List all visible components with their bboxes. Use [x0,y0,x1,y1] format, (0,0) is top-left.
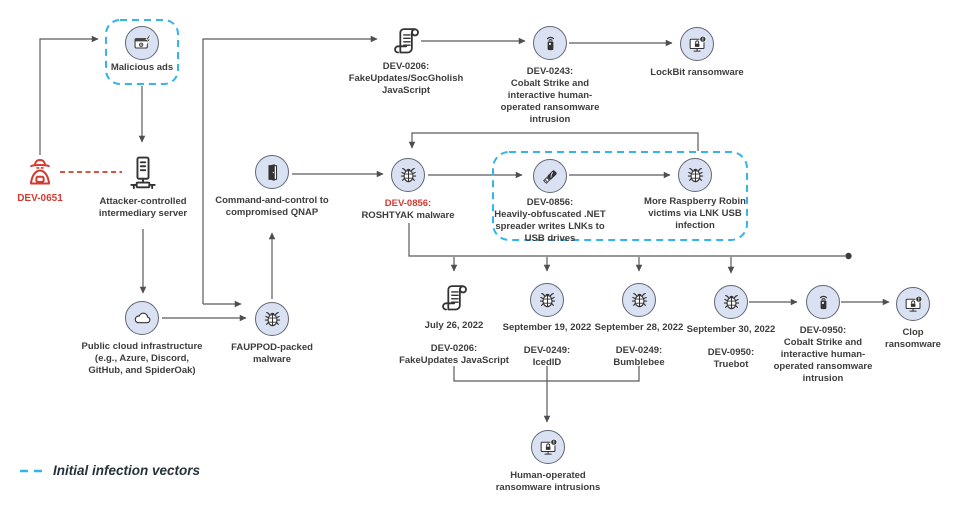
node-label: DEV-0856:ROSHTYAK malware [361,198,455,221]
node-lockbit-ransomware: LockBit ransomware [622,27,772,79]
ransomware-icon [896,287,930,321]
timeline-date: September 28, 2022 [594,322,684,333]
bug-icon [255,302,289,336]
node-timeline-dev0206: July 26, 2022 DEV-0206: FakeUpdates Java… [379,282,529,367]
bug-icon [530,283,564,317]
legend-label: Initial infection vectors [53,463,201,478]
arrow-branch-to-dev0206 [202,35,378,304]
node-label: LockBit ransomware [650,67,744,78]
timeline-date: September 30, 2022 [686,324,776,335]
node-fauppod-malware: FAUPPOD-packed malware [197,302,347,366]
node-label: DEV-0206: FakeUpdates JavaScript [399,343,509,366]
bug-icon [678,158,712,192]
scroll-icon [390,25,423,58]
timeline-date: September 19, 2022 [502,322,592,333]
bug-icon [391,158,425,192]
node-timeline-icedid: September 19, 2022 DEV-0249: IcedID [472,283,622,369]
bug-icon [714,285,748,319]
node-raspberry-robin-victims: More Raspberry Robin victims via LNK USB… [620,158,770,232]
bug-icon [622,283,656,317]
node-label: Malicious ads [110,62,174,73]
node-label: Command-and-control to compromised QNAP [215,195,329,218]
node-dev0651-actor: DEV-0651 [0,156,115,204]
node-label: DEV-0206: FakeUpdates/SocGholish JavaScr… [348,61,464,96]
node-label: DEV-0950: Truebot [707,347,755,370]
node-malicious-ads: Malicious ads [67,26,217,74]
cloud-icon [125,301,159,335]
node-title: DEV-0856: [384,198,432,209]
node-dev0243-cobalt-strike: DEV-0243: Cobalt Strike and interactive … [475,26,625,126]
node-qnap-c2: Command-and-control to compromised QNAP [197,155,347,219]
line-roshtyak-to-timeline-rail [408,223,845,257]
node-dev0950-cobalt-strike: DEV-0950: Cobalt Strike and interactive … [748,285,898,385]
node-label: DEV-0950: Cobalt Strike and interactive … [773,325,873,384]
threat-actor-icon [24,156,56,188]
ransomware-icon [680,27,714,61]
node-label: DEV-0249: IcedID [523,345,571,368]
beacon-icon [533,26,567,60]
timeline-rail-end-dot [845,252,852,260]
node-human-operated-ransomware: Human-operated ransomware intrusions [473,430,623,494]
beacon-icon [806,285,840,319]
initial-vector-box-usb-spread [492,151,748,241]
node-label: DEV-0243: Cobalt Strike and interactive … [500,66,600,125]
dashed-line-icon [20,469,46,472]
scroll-icon [438,282,471,315]
node-timeline-bumblebee: September 28, 2022 DEV-0249: Bumblebee [564,283,714,369]
node-dev0856-roshtyak: DEV-0856:ROSHTYAK malware [333,158,483,222]
door-icon [255,155,289,189]
ad-window-icon [125,26,159,60]
node-label: Public cloud infrastructure (e.g., Azure… [81,341,203,376]
legend: Initial infection vectors [20,463,200,478]
node-label: FAUPPOD-packed malware [231,342,313,365]
arrow-actor-to-ads [39,35,99,155]
node-label: More Raspberry Robin victims via LNK USB… [644,196,746,231]
node-timeline-truebot: September 30, 2022 DEV-0950: Truebot [656,285,806,371]
initial-vector-box-malicious-ads [105,19,179,85]
node-label: Clop ransomware [885,327,941,350]
ransomware-icon [531,430,565,464]
arrow-victims-loop-to-roshtyak [408,132,699,151]
server-icon [124,155,162,193]
timeline-date: July 26, 2022 [424,320,484,331]
node-dev0206-fakeupdates: DEV-0206: FakeUpdates/SocGholish JavaScr… [331,25,481,97]
node-label: DEV-0249: Bumblebee [613,345,665,368]
node-label: DEV-0651 [17,193,63,204]
node-clop-ransomware: Clop ransomware [838,287,960,351]
node-label: DEV-0856: Heavily-obfuscated .NET spread… [494,197,606,244]
node-intermediary-server: Attacker-controlled intermediary server [68,155,218,220]
node-public-cloud: Public cloud infrastructure (e.g., Azure… [67,301,217,377]
node-label: Attacker-controlled intermediary server [98,196,188,219]
node-label: Human-operated ransomware intrusions [495,470,601,493]
usb-drive-icon [533,159,567,193]
node-dev0856-usb-spreader: DEV-0856: Heavily-obfuscated .NET spread… [475,159,625,245]
